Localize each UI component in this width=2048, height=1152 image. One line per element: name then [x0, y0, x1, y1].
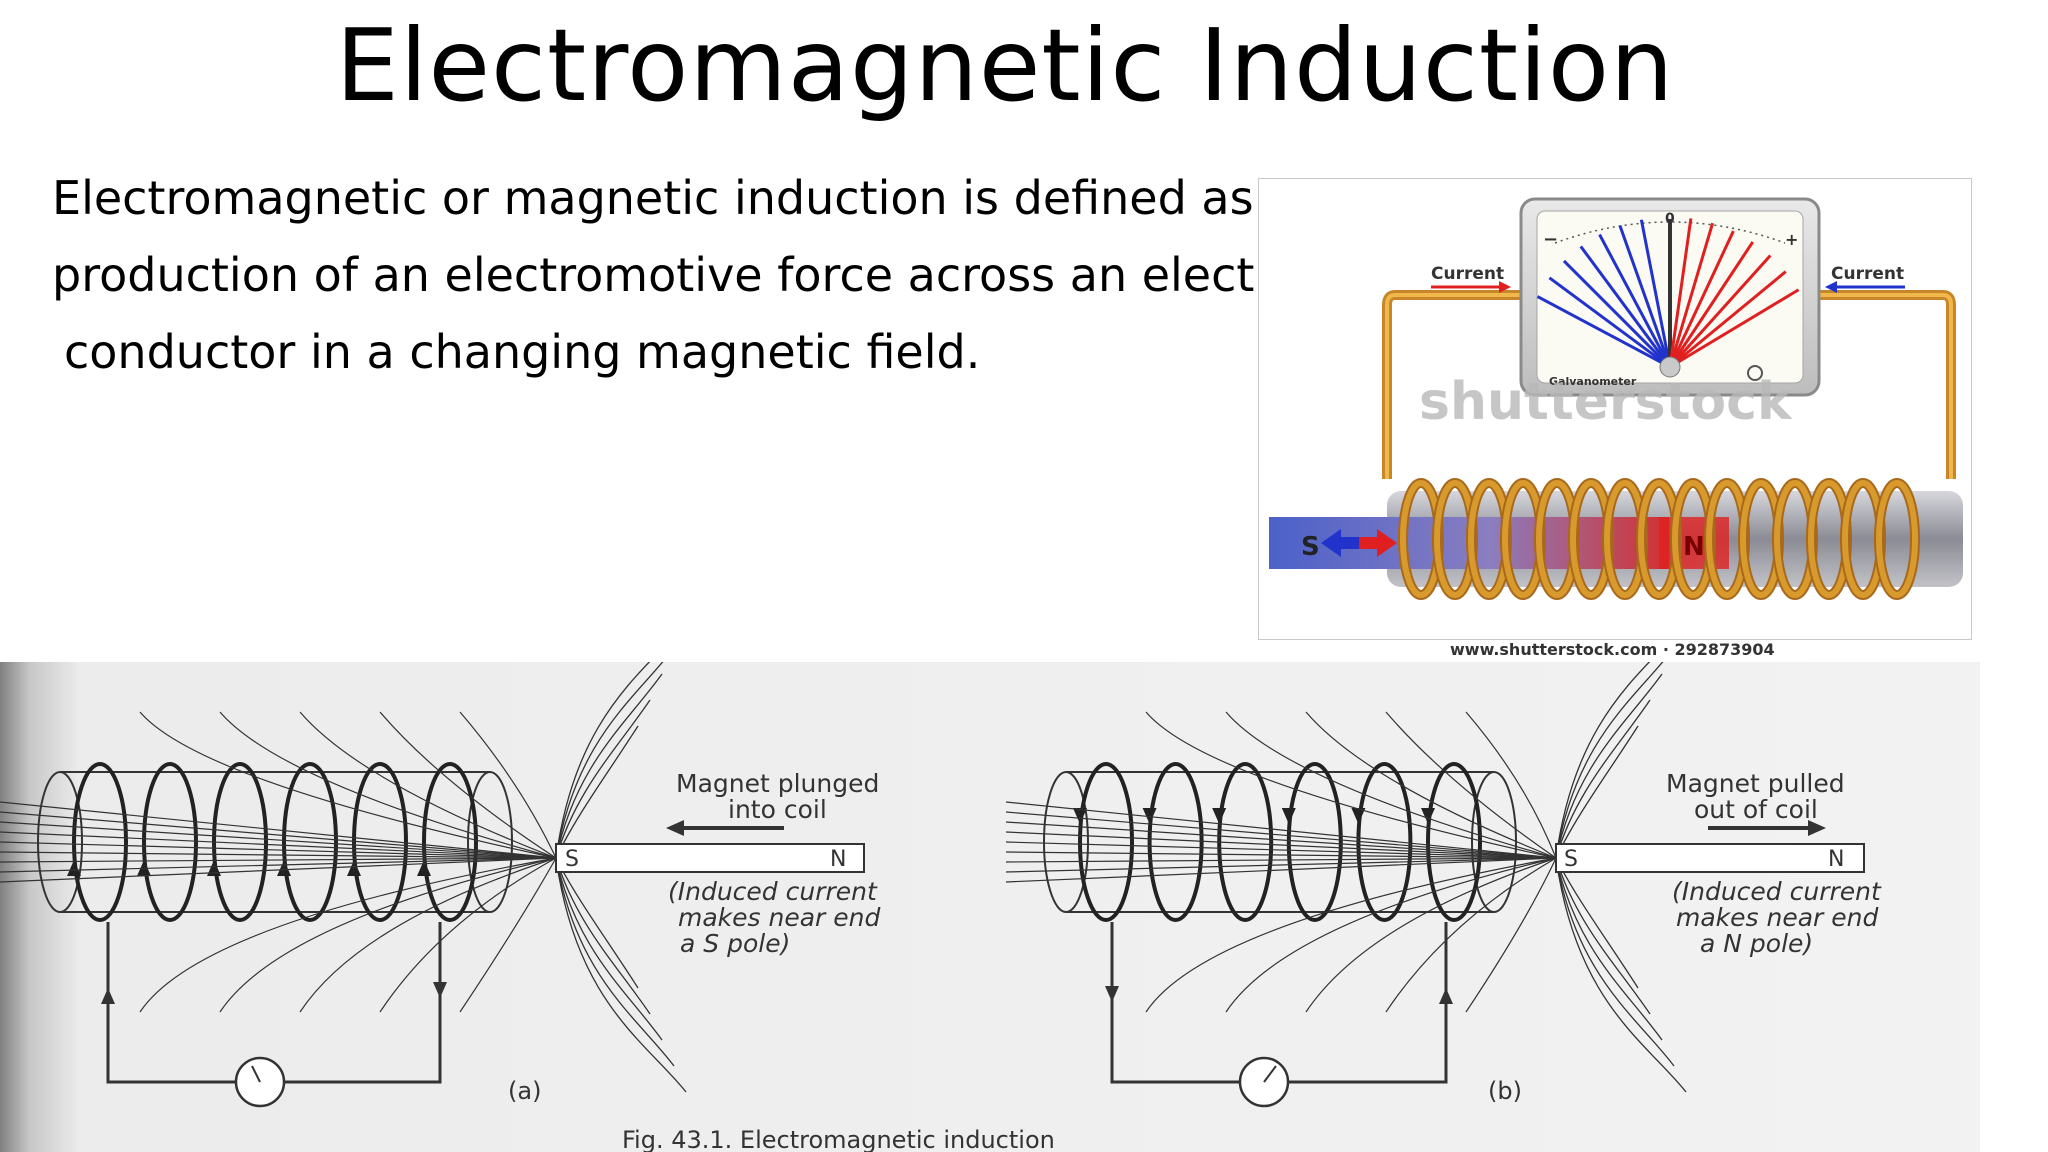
- panel-a-label: (a): [508, 1077, 541, 1105]
- pole-s-a: S: [565, 847, 579, 872]
- body-line: Electromagnetic or magnetic induction is…: [52, 171, 1344, 225]
- pole-n-b: N: [1828, 847, 1844, 872]
- galvanometer-label: Galvanometer: [1549, 375, 1637, 388]
- galvanometer-coil-illustration: 0 − + Galvanometer Current Current shutt…: [1258, 178, 1972, 640]
- paren-b-line3: a N pole): [1700, 929, 1813, 958]
- paren-b-line1: (Induced current: [1672, 877, 1882, 906]
- note-a-line2: into coil: [728, 795, 827, 824]
- paren-a-line2: makes near end: [678, 903, 880, 932]
- blue-arrow-icon: [1321, 529, 1341, 557]
- body-line: production of an electromotive force acr…: [52, 248, 1353, 302]
- pull-arrow-icon: [1808, 820, 1826, 836]
- textbook-induction-figure: S N Magnet plunged into coil (Induced cu…: [0, 662, 1980, 1152]
- paren-a-line1: (Induced current: [668, 877, 878, 906]
- current-arrow-right-icon: [1825, 281, 1837, 293]
- panel-b-label: (b): [1488, 1077, 1522, 1105]
- figure-caption: Fig. 43.1. Electromagnetic induction: [622, 1126, 1055, 1152]
- current-label-left: Current: [1431, 264, 1504, 284]
- red-arrow-icon: [1377, 529, 1397, 557]
- note-a-line1: Magnet plunged: [676, 769, 879, 798]
- slide-body-text: Electromagnetic or magnetic induction is…: [52, 160, 1353, 391]
- magnet-n-label: N: [1683, 532, 1705, 562]
- current-label-right: Current: [1831, 264, 1904, 284]
- minus-mark: −: [1543, 229, 1558, 250]
- body-line: conductor in a changing magnetic field.: [64, 325, 981, 379]
- pole-s-b: S: [1564, 847, 1578, 872]
- galvanometer-needles: [1536, 218, 1800, 369]
- pole-n-a: N: [830, 847, 846, 872]
- watermark-text: shutterstock: [1419, 372, 1793, 432]
- paren-b-line2: makes near end: [1676, 903, 1878, 932]
- panel-a-diagram: S N Magnet plunged into coil (Induced cu…: [0, 662, 880, 1108]
- current-arrow-left-icon: [1499, 281, 1511, 293]
- stock-caption: www.shutterstock.com · 292873904: [1450, 640, 1775, 659]
- plus-mark: +: [1785, 230, 1798, 249]
- slide-title: Electromagnetic Induction: [335, 7, 1675, 124]
- plunge-arrow-icon: [666, 820, 684, 836]
- copper-coil: [1398, 478, 1920, 600]
- note-b-line2: out of coil: [1694, 795, 1818, 824]
- note-b-line1: Magnet pulled: [1666, 769, 1845, 798]
- paren-a-line3: a S pole): [680, 929, 790, 958]
- magnet-s-label: S: [1301, 532, 1320, 562]
- panel-b-diagram: S N Magnet pulled out of coil (Induced c…: [1005, 662, 1882, 1108]
